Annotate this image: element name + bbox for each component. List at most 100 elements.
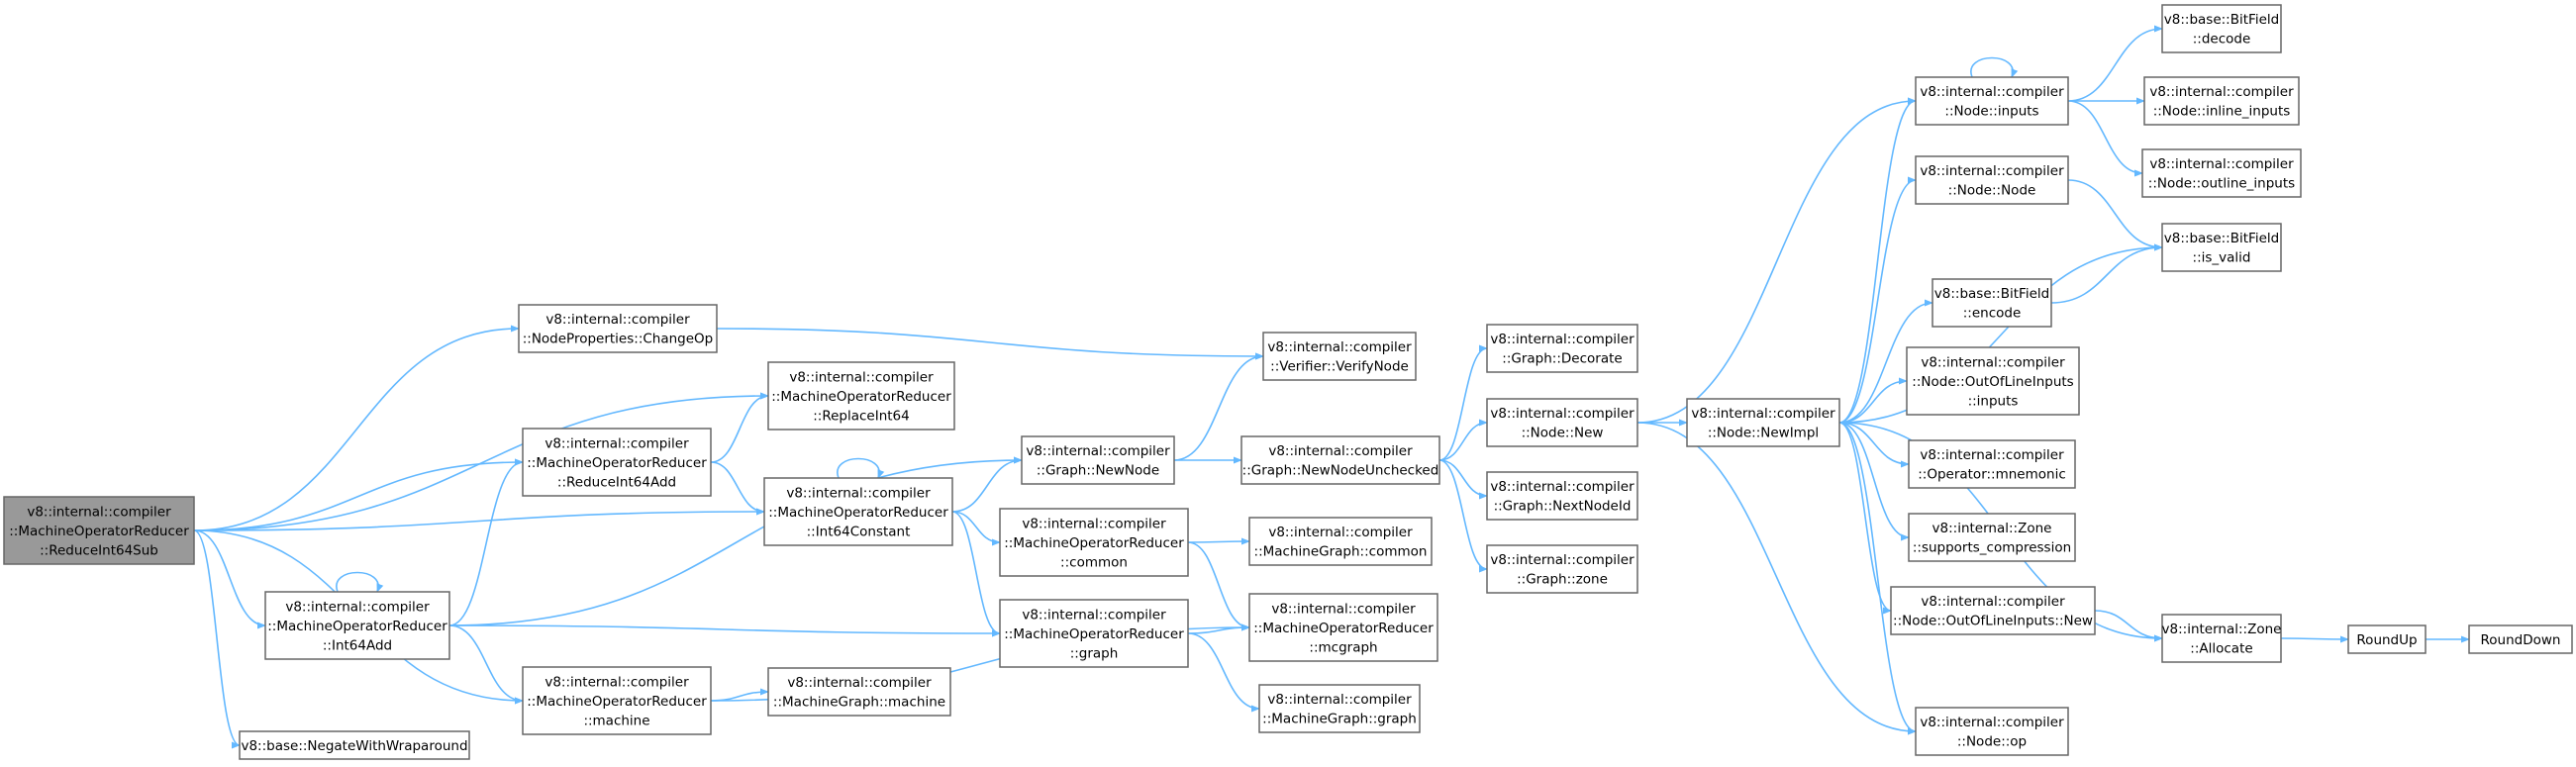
node-verify-node[interactable]: v8::internal::compiler::Verifier::Verify… <box>1262 332 1417 381</box>
node-box <box>264 591 450 660</box>
edge-int64-add-to-int64-add <box>336 571 384 593</box>
node-node-op[interactable]: v8::internal::compiler::Node::op <box>1915 707 2069 756</box>
edge-reduce-int64-add-to-replace-int64 <box>710 392 769 463</box>
node-mg-graph[interactable]: v8::internal::compiler::MachineGraph::gr… <box>1258 684 1421 733</box>
node-label-line: ::Node::OutOfLineInputs::New <box>1893 614 2093 629</box>
edge-mor-graph-to-mor-mcgraph <box>1187 623 1250 634</box>
node-graph-new-node[interactable]: v8::internal::compiler::Graph::NewNode <box>1021 435 1175 485</box>
node-mg-machine[interactable]: v8::internal::compiler::MachineGraph::ma… <box>767 667 951 717</box>
edge-int64-constant-to-mor-common <box>951 511 1001 546</box>
node-label-line: v8::internal::compiler <box>1022 516 1166 531</box>
nodes-layer: v8::internal::compiler::MachineOperatorR… <box>3 4 2573 760</box>
node-box <box>522 428 712 497</box>
node-label-line: ::Graph::NextNodeId <box>1494 499 1632 515</box>
edge-node-new-to-node-inputs <box>1636 97 1917 424</box>
node-label-line: v8::internal::compiler <box>1490 332 1635 347</box>
node-box <box>2161 614 2282 663</box>
edge-reduce-int64-sub-to-reduce-int64-add <box>193 458 524 531</box>
edge-change-op-to-verify-node <box>716 328 1264 360</box>
node-label-line: ::common <box>1060 554 1128 570</box>
node-graph-next-node-id[interactable]: v8::internal::compiler::Graph::NextNodeI… <box>1486 471 1638 521</box>
node-box <box>1258 684 1421 733</box>
edge-node-inputs-to-bitfield-decode <box>2067 25 2163 102</box>
node-label-line: ::MachineOperatorReducer <box>1004 626 1184 642</box>
node-node-outline-inputs[interactable]: v8::internal::compiler::Node::outline_in… <box>2141 148 2302 198</box>
edge-int64-constant-to-int64-constant <box>837 457 885 479</box>
node-box <box>1262 332 1417 381</box>
node-label-line: ::MachineOperatorReducer <box>267 619 447 634</box>
edge-ooli-new-to-zone-allocate <box>2094 610 2163 642</box>
node-box <box>1915 155 2069 205</box>
edge-reduce-int64-sub-to-negate-with-wraparound <box>193 529 241 749</box>
node-node-inline-inputs[interactable]: v8::internal::compiler::Node::inline_inp… <box>2143 76 2300 126</box>
node-negate-with-wraparound[interactable]: v8::base::NegateWithWraparound <box>239 730 470 760</box>
node-label-line: ::ReplaceInt64 <box>813 408 910 424</box>
node-box <box>1915 76 2069 126</box>
edge-int64-add-to-mor-machine <box>448 624 524 705</box>
node-int64-add[interactable]: v8::internal::compiler::MachineOperatorR… <box>264 591 450 660</box>
node-label-line: ::Graph::NewNode <box>1037 463 1159 479</box>
node-mor-common[interactable]: v8::internal::compiler::MachineOperatorR… <box>999 508 1189 577</box>
node-label-line: v8::internal::compiler <box>545 312 690 328</box>
edge-node-new-impl-to-bitfield-encode <box>1838 299 1933 424</box>
node-int64-constant[interactable]: v8::internal::compiler::MachineOperatorR… <box>763 477 953 546</box>
node-box <box>239 730 470 760</box>
node-label-line: ::is_valid <box>2193 250 2251 266</box>
node-label-line: ::supports_compression <box>1913 540 2071 556</box>
node-mor-mcgraph[interactable]: v8::internal::compiler::MachineOperatorR… <box>1248 593 1438 662</box>
node-box <box>1906 346 2080 416</box>
node-mor-machine[interactable]: v8::internal::compiler::MachineOperatorR… <box>522 666 712 735</box>
node-label-line: v8::internal::compiler <box>545 674 689 690</box>
node-box <box>2161 4 2282 53</box>
node-label-line: v8::internal::compiler <box>1271 601 1416 617</box>
node-operator-mnemonic[interactable]: v8::internal::compiler::Operator::mnemon… <box>1908 439 2076 489</box>
node-label-line: ::encode <box>1963 306 2022 322</box>
node-label-line: v8::base::BitField <box>1934 286 2049 302</box>
node-mor-graph[interactable]: v8::internal::compiler::MachineOperatorR… <box>999 599 1189 668</box>
node-label-line: v8::internal::compiler <box>2149 156 2294 172</box>
edge-mor-common-to-mor-mcgraph <box>1187 541 1250 631</box>
node-mg-common[interactable]: v8::internal::compiler::MachineGraph::co… <box>1248 517 1433 566</box>
node-graph-zone[interactable]: v8::internal::compiler::Graph::zone <box>1486 544 1638 594</box>
edge-zone-allocate-to-round-up <box>2280 635 2349 643</box>
node-change-op[interactable]: v8::internal::compiler::NodeProperties::… <box>518 304 718 353</box>
node-node-new[interactable]: v8::internal::compiler::Node::New <box>1486 398 1638 447</box>
node-bitfield-encode[interactable]: v8::base::BitField::encode <box>1932 278 2052 328</box>
node-label-line: ::inputs <box>1968 393 2019 409</box>
node-box <box>767 667 951 717</box>
node-node-node[interactable]: v8::internal::compiler::Node::Node <box>1915 155 2069 205</box>
node-node-inputs[interactable]: v8::internal::compiler::Node::inputs <box>1915 76 2069 126</box>
node-reduce-int64-sub[interactable]: v8::internal::compiler::MachineOperatorR… <box>3 496 195 565</box>
node-zone-supports-compression[interactable]: v8::internal::Zone::supports_compression <box>1908 513 2076 562</box>
node-bitfield-decode[interactable]: v8::base::BitField::decode <box>2161 4 2282 53</box>
edge-node-node-to-bitfield-is-valid <box>2067 179 2163 251</box>
edge-int64-constant-to-graph-new-node <box>951 456 1023 513</box>
node-box <box>1890 586 2096 635</box>
node-new-node-unchecked[interactable]: v8::internal::compiler::Graph::NewNodeUn… <box>1240 435 1440 485</box>
edge-new-node-unchecked-to-graph-next-node-id <box>1438 459 1488 500</box>
node-node-new-impl[interactable]: v8::internal::compiler::Node::NewImpl <box>1686 398 1840 447</box>
edge-node-inputs-to-node-inputs <box>1970 56 2019 78</box>
edge-reduce-int64-add-to-int64-constant <box>710 461 765 516</box>
node-label-line: ::Node::inputs <box>1944 104 2038 120</box>
node-ooli-inputs[interactable]: v8::internal::compiler::Node::OutOfLineI… <box>1906 346 2080 416</box>
node-round-up[interactable]: RoundUp <box>2347 624 2427 654</box>
node-zone-allocate[interactable]: v8::internal::Zone::Allocate <box>2161 614 2282 663</box>
node-replace-int64[interactable]: v8::internal::compiler::MachineOperatorR… <box>767 361 955 431</box>
node-label-line: ::MachineOperatorReducer <box>1253 621 1434 636</box>
node-bitfield-is-valid[interactable]: v8::base::BitField::is_valid <box>2161 223 2282 272</box>
node-round-down[interactable]: RoundDown <box>2468 624 2573 654</box>
node-label-line: ::machine <box>583 713 649 728</box>
node-reduce-int64-add[interactable]: v8::internal::compiler::MachineOperatorR… <box>522 428 712 497</box>
node-ooli-new[interactable]: v8::internal::compiler::Node::OutOfLineI… <box>1890 586 2096 635</box>
node-label-line: ::MachineOperatorReducer <box>768 505 948 521</box>
edge-node-inputs-to-node-outline-inputs <box>2067 100 2143 177</box>
node-label-line: ::Graph::zone <box>1517 572 1608 588</box>
edge-node-new-impl-to-node-inputs <box>1838 97 1917 424</box>
node-label-line: v8::base::BitField <box>2164 231 2279 246</box>
node-box <box>2143 76 2300 126</box>
node-graph-decorate[interactable]: v8::internal::compiler::Graph::Decorate <box>1486 324 1638 373</box>
node-label-line: ::Allocate <box>2190 641 2252 657</box>
edge-graph-new-node-to-verify-node <box>1173 352 1264 461</box>
node-label-line: v8::internal::compiler <box>27 504 171 520</box>
